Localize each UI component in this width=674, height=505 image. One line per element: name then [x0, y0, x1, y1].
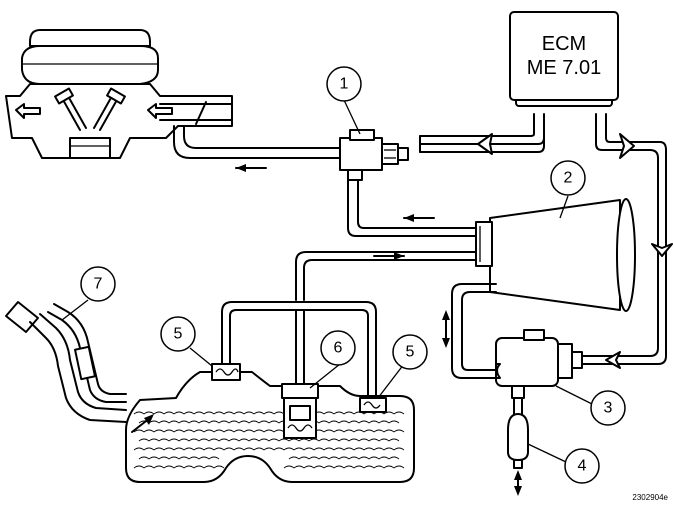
vent-line-to-tank: [295, 251, 477, 301]
fuel-tank: [125, 371, 415, 483]
purge-line-to-engine: [173, 135, 341, 172]
callout-5-left-label: 5: [174, 326, 183, 343]
ecm-signal-to-purge-valve: [419, 113, 545, 155]
callout-2-label: 2: [564, 170, 573, 187]
purge-valve: [339, 129, 409, 181]
ecm-label: ECM: [542, 33, 586, 55]
rollover-valve-left: [211, 363, 241, 381]
callout-5-left: 5: [160, 316, 196, 352]
ecm-signal-to-pump: [579, 113, 673, 369]
ecm-model-label: ME 7.01: [527, 57, 601, 79]
callout-1: 1: [326, 66, 362, 102]
callout-6-label: 6: [334, 340, 343, 357]
callout-3-label: 3: [604, 400, 613, 417]
callout-7-label: 7: [94, 276, 103, 293]
figure-reference-number: 2302904e: [632, 493, 668, 502]
rollover-valve-right: [359, 397, 387, 413]
fuel-wave-row: [138, 456, 400, 460]
callout-6: 6: [320, 330, 356, 366]
filler-neck: [5, 301, 154, 433]
callout-5-right: 5: [392, 334, 428, 370]
callout-1-label: 1: [340, 76, 349, 93]
air-filter: [507, 413, 529, 496]
fuel-limit-valve: [281, 383, 319, 439]
engine-intake-assembly: [5, 29, 233, 159]
callout-leaders: [61, 99, 593, 463]
callout-5-right-label: 5: [406, 344, 415, 361]
fuel-wave-row: [133, 465, 405, 469]
tank-vent-pipes: [221, 301, 377, 401]
callout-4-label: 4: [578, 458, 587, 475]
callout-4: 4: [564, 448, 600, 484]
callout-2: 2: [550, 160, 586, 196]
leak-detection-pump: [495, 329, 583, 417]
purge-line-to-canister: [347, 179, 477, 237]
callout-3: 3: [590, 390, 626, 426]
fuel-wave-row: [133, 447, 405, 451]
ecm-module: ECM ME 7.01: [509, 11, 619, 107]
callout-7: 7: [80, 266, 116, 302]
canister-to-pump-line: [442, 283, 501, 379]
charcoal-canister: [475, 198, 636, 312]
